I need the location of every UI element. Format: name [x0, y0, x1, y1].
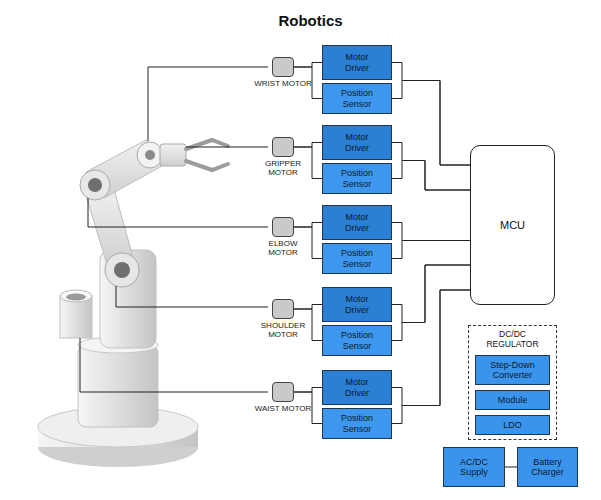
robot-cup-part — [60, 290, 92, 302]
robot-cup — [60, 290, 92, 338]
regulator-group: DC/DC REGULATOR Step-Down ConverterModule… — [468, 325, 557, 440]
connector-line — [294, 388, 322, 393]
motor-lead-line-part — [186, 147, 268, 148]
position-sensor-box: Position Sensor — [322, 243, 392, 274]
motor-icon — [272, 137, 294, 157]
node-label: Motor Driver — [333, 212, 381, 233]
node-label: Position Sensor — [333, 413, 381, 434]
robot-shoulder-part — [105, 253, 139, 287]
connector-line — [392, 290, 470, 406]
node-label: MCU — [500, 219, 525, 231]
motor-icon — [272, 57, 294, 77]
robot-wrist — [137, 142, 186, 168]
node-label: Battery Charger — [524, 457, 572, 478]
node-label: Module — [498, 395, 528, 405]
motor-unit: ELBOW MOTOR — [254, 217, 312, 258]
connector-line — [392, 63, 470, 166]
motor-unit: SHOULDER MOTOR — [254, 299, 312, 340]
connector-line — [392, 143, 470, 191]
node-label: Position Sensor — [333, 88, 381, 109]
connector-line — [505, 467, 517, 468]
robot-shoulder-part — [114, 262, 130, 278]
node-label: Position Sensor — [333, 330, 381, 351]
motor-icon — [272, 299, 294, 319]
connector-line — [294, 143, 322, 148]
motor-unit: WAIST MOTOR — [254, 382, 312, 414]
connector-line — [294, 63, 322, 68]
node-label: Step-Down Converter — [485, 360, 541, 381]
robot-base-part — [78, 345, 158, 427]
connector-line — [392, 265, 470, 341]
robot-gripper-part — [186, 140, 228, 149]
motor-label: WRIST MOTOR — [254, 80, 312, 89]
robot-shoulder — [82, 182, 156, 348]
robot-base — [38, 337, 198, 467]
motor-label: GRIPPER MOTOR — [254, 160, 312, 178]
mcu-box: MCU — [470, 145, 555, 305]
position-sensor-box: Position Sensor — [322, 83, 392, 114]
motor-lead-line-part — [148, 67, 268, 141]
position-sensor-box: Position Sensor — [322, 325, 392, 356]
connector-line — [294, 223, 322, 228]
module-box: Module — [475, 390, 550, 410]
charger-box: Battery Charger — [517, 447, 578, 487]
connector-line — [294, 305, 322, 310]
robot-gripper-part — [186, 161, 228, 170]
motor-lead-line-part — [116, 286, 268, 307]
motor-driver-box: Motor Driver — [322, 287, 392, 322]
motor-icon — [272, 382, 294, 402]
node-label: DC/DC REGULATOR — [482, 330, 544, 350]
robot-elbow-part — [80, 170, 110, 200]
node-label: Position Sensor — [333, 168, 381, 189]
ldo-box: LDO — [475, 415, 550, 435]
node-label: AC/DC Supply — [450, 457, 498, 478]
position-sensor-box: Position Sensor — [322, 408, 392, 439]
motor-driver-box: Motor Driver — [322, 370, 392, 405]
motor-label: ELBOW MOTOR — [254, 240, 312, 258]
robot-shoulder-part — [100, 250, 156, 348]
connector-line — [392, 161, 470, 191]
robot-wrist-part — [160, 144, 186, 166]
motor-driver-box: Motor Driver — [322, 205, 392, 240]
robot-wrist-part — [145, 150, 155, 160]
position-sensor-box: Position Sensor — [322, 163, 392, 194]
motor-unit: GRIPPER MOTOR — [254, 137, 312, 178]
diagram-title: Robotics — [10, 12, 601, 29]
motor-lead-line-part — [88, 198, 268, 227]
motor-driver-box: Motor Driver — [322, 125, 392, 160]
connector-line — [392, 265, 470, 323]
motor-driver-box: Motor Driver — [322, 45, 392, 80]
connector-line — [392, 223, 470, 241]
motor-unit: WRIST MOTOR — [254, 57, 312, 89]
motor-lead-line-part — [80, 338, 268, 392]
supply-box: AC/DC Supply — [443, 447, 505, 487]
robot-elbow-part — [88, 178, 102, 192]
connector-line — [392, 290, 470, 424]
robot-elbow — [80, 140, 162, 200]
motor-lead-line — [80, 67, 268, 392]
converter-box: Step-Down Converter — [475, 355, 550, 385]
connector-line — [294, 227, 322, 259]
node-label: Position Sensor — [333, 248, 381, 269]
robot-gripper — [186, 140, 228, 170]
node-label: Motor Driver — [333, 52, 381, 73]
node-label: Motor Driver — [333, 294, 381, 315]
robot-wrist-part — [137, 142, 163, 168]
connector-line — [392, 241, 470, 259]
node-label: Motor Driver — [333, 377, 381, 398]
node-label: Motor Driver — [333, 132, 381, 153]
robot-cup-part — [66, 294, 86, 301]
connector-line — [392, 81, 470, 166]
robot-elbow-part — [86, 140, 162, 198]
motor-icon — [272, 217, 294, 237]
motor-label: SHOULDER MOTOR — [254, 322, 312, 340]
node-label: LDO — [503, 420, 522, 430]
motor-label: WAIST MOTOR — [254, 405, 312, 414]
